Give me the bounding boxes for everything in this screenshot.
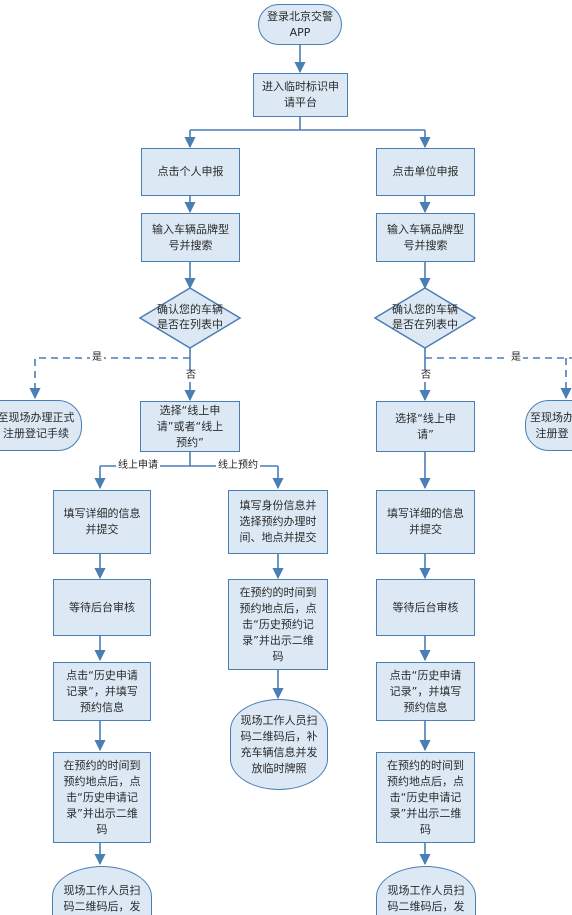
online-reserve-label: 线上预约 (216, 460, 260, 472)
no-label-right: 否 (419, 370, 433, 382)
edge-yes-l (29, 357, 190, 400)
history-apply-left-node: 点击“历史申请 记录”，并填写 预约信息 (53, 662, 151, 721)
staff-scan-right-node: 现场工作人员扫 码二维码后，发 (376, 866, 476, 915)
onsite-register-left-node: 至现场办理正式 注册登记手续 (0, 400, 82, 451)
arrive-show-qr-left-node: 在预约的时间到 预约地点后，点 击“历史申请记 录”并出示二维 码 (53, 752, 151, 843)
yes-label-right: 是 (509, 352, 523, 364)
input-search-left-node: 输入车辆品牌型 号并搜索 (141, 213, 240, 262)
reserve-staff-node: 现场工作人员扫 码二维码后，补 充车辆信息并发 放临时牌照 (230, 699, 328, 790)
start-node: 登录北京交警 APP (258, 4, 342, 45)
no-label-left: 否 (184, 370, 198, 382)
yes-label-left: 是 (90, 352, 104, 364)
staff-scan-left-node: 现场工作人员扫 码二维码后，发 (52, 866, 152, 915)
onsite-register-right-node: 至现场办 注册登 (525, 400, 572, 451)
confirm-list-right-text: 确认您的车辆 是否在列表中 (392, 303, 458, 331)
reserve-fill-node: 填写身份信息并 选择预约办理时 间、地点并提交 (228, 490, 328, 554)
wait-review-right-node: 等待后台审核 (376, 579, 475, 636)
choose-method-left-node: 选择“线上申 请”或者“线上 预约” (140, 401, 240, 452)
history-apply-right-node: 点击“历史申请 记录”，并填写 预约信息 (376, 662, 475, 721)
decision-diamond-right (373, 287, 477, 349)
enter-platform-node: 进入临时标识申 请平台 (253, 73, 348, 117)
personal-declare-node: 点击个人申报 (141, 148, 240, 196)
wait-review-left-node: 等待后台审核 (53, 579, 151, 636)
unit-declare-node: 点击单位申报 (376, 148, 475, 196)
decision-diamond-left (138, 287, 242, 349)
reserve-arrive-node: 在预约的时间到 预约地点后，点 击“历史预约记 录”并出示二维 码 (228, 579, 328, 670)
fill-details-left-node: 填写详细的信息 并提交 (53, 490, 151, 554)
fill-details-right-node: 填写详细的信息 并提交 (376, 490, 475, 554)
arrive-show-qr-right-node: 在预约的时间到 预约地点后，点 击“历史申请记 录”并出示二维 码 (376, 752, 475, 843)
confirm-list-left-text: 确认您的车辆 是否在列表中 (157, 303, 223, 331)
input-search-right-node: 输入车辆品牌型 号并搜索 (376, 213, 475, 262)
choose-method-right-node: 选择“线上申 请” (376, 401, 475, 452)
online-apply-label: 线上申请 (116, 460, 160, 472)
